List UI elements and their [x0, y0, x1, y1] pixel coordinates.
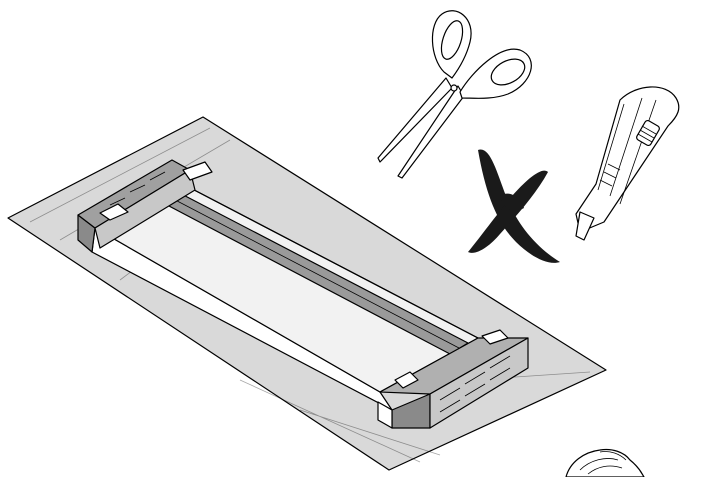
- cross-stroke-1: [478, 149, 560, 263]
- left-tape-tab: [99, 203, 129, 221]
- scissors-hole-lower: [490, 58, 526, 86]
- knife-blade: [575, 211, 595, 241]
- cross-stroke-2: [468, 170, 548, 253]
- cross-center: [500, 193, 524, 211]
- knife-texture: [599, 163, 621, 187]
- scissors-icon: [377, 10, 532, 179]
- knife-body: [575, 86, 680, 233]
- scissors-blade-long: [377, 77, 453, 163]
- scissors-pivot: [450, 84, 458, 92]
- right-tape-tab-top: [394, 371, 419, 389]
- hand-fingers: [579, 451, 627, 475]
- right-tape-tab: [377, 401, 393, 429]
- right-cap-details: [439, 355, 511, 413]
- knife-grip-lines: [597, 97, 657, 205]
- knife-slider-ridges: [637, 125, 657, 143]
- hand-outline: [565, 448, 645, 477]
- hand-icon: [565, 448, 645, 477]
- utility-knife-icon: [575, 86, 680, 241]
- box-back-edge: [174, 179, 479, 339]
- scissors-hole-upper: [440, 20, 464, 60]
- packaged-product: [77, 159, 529, 429]
- right-end-cap: [429, 337, 529, 429]
- left-tape-tab-back: [182, 161, 213, 181]
- knife-slider: [636, 119, 660, 147]
- left-cap-details: [109, 171, 166, 206]
- right-tape-tab-back: [481, 329, 509, 345]
- rail-edge: [157, 190, 460, 349]
- left-end-cap: [94, 169, 196, 249]
- cross-mark-icon: [468, 149, 560, 263]
